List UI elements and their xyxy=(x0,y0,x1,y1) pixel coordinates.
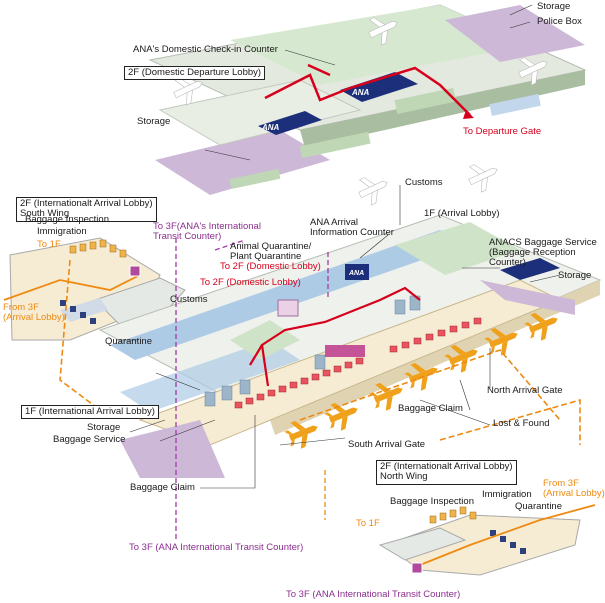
to-3f-bottom-left-label: To 3F (ANA International Transit Counter… xyxy=(129,542,304,553)
ana-logo-checkin-2: ANA xyxy=(261,123,280,132)
baggage-claim-mid-label: Baggage Claim xyxy=(398,403,463,414)
floor-domestic-departure: 2F (Domestic Departure Lobby) xyxy=(124,66,266,81)
departure-lobby-floor xyxy=(148,4,587,195)
transit-route-purple xyxy=(175,238,329,540)
animal-quarantine-label: Animal Quarantine/ Plant Quarantine xyxy=(230,241,312,262)
ana-checkin-counter: ANA ANA xyxy=(258,72,418,135)
south-wing-elevator-icon xyxy=(129,265,141,277)
north-quarantine-label: Quarantine xyxy=(515,501,563,512)
baggage-service-label: Baggage Service xyxy=(53,434,126,445)
arrival-route-orange xyxy=(59,259,581,445)
south-arrival-gate-label: South Arrival Gate xyxy=(348,439,426,450)
floor-intl-arrival-north: 2F (Internationalt Arrival Lobby) North … xyxy=(376,460,517,485)
departure-route xyxy=(264,63,471,116)
north-wing-route xyxy=(419,504,596,566)
north-baggage-inspection-label: Baggage Inspection xyxy=(390,496,474,507)
floor-intl-arrival-1f: 1F (International Arrival Lobby) xyxy=(21,405,159,420)
customs-top-label: Customs xyxy=(405,177,443,188)
south-baggage-inspection-label: Baggage Inspection xyxy=(25,214,109,225)
ana-checkin-label: ANA's Domestic Check-in Counter xyxy=(133,44,278,55)
baggage-claim-belts xyxy=(234,317,482,409)
south-quarantine-label: Quarantine xyxy=(105,336,153,347)
police-box-label: Police Box xyxy=(537,16,582,27)
storage-left-label: Storage xyxy=(137,116,171,127)
ana-logo-checkin: ANA xyxy=(351,88,370,97)
north-to-1f-label: To 1F xyxy=(356,518,380,529)
north-immigration-label: Immigration xyxy=(482,489,532,500)
ana-arrival-counter xyxy=(345,264,369,280)
anacs-baggage-label: ANACS Baggage Service (Baggage Reception… xyxy=(489,237,597,268)
north-wing-desks xyxy=(429,506,477,524)
south-wing-route xyxy=(3,274,141,301)
south-wing-desks xyxy=(69,239,127,258)
customs-desks xyxy=(204,295,421,407)
south-wing-gates xyxy=(60,300,96,324)
first-floor-arrival-label: 1F (Arrival Lobby) xyxy=(424,208,500,219)
south-to-1f-label: To 1F xyxy=(37,239,61,250)
north-wing-floor xyxy=(378,514,581,576)
north-from-3f-label: From 3F (Arrival Lobby) xyxy=(543,478,605,499)
to-2f-domestic-1-label: To 2F (Domestic Lobby) xyxy=(220,261,321,272)
south-immigration-label: Immigration xyxy=(37,226,87,237)
animal-quarantine-counter xyxy=(325,345,365,357)
north-wing-gates xyxy=(490,530,526,554)
to-2f-domestic-2-label: To 2F (Domestic Lobby) xyxy=(200,277,301,288)
leader-lines xyxy=(116,4,561,489)
south-from-3f-label: From 3F (Arrival Lobby) xyxy=(3,302,65,323)
storage-top-label: Storage xyxy=(537,1,571,12)
floor-intl-arrival-south: 2F (Internationalt Arrival Lobby) South … xyxy=(16,197,157,222)
storage-1f-label: Storage xyxy=(87,422,121,433)
to-3f-transit-label: To 3F(ANA's International Transit Counte… xyxy=(153,221,261,242)
customs-mid-label: Customs xyxy=(170,294,208,305)
baggage-claim-bottom-label: Baggage Claim xyxy=(130,482,195,493)
customs-booth xyxy=(277,299,299,317)
arrival-route-red xyxy=(249,286,421,387)
lost-found-label: Lost & Found xyxy=(493,418,550,429)
north-arrival-gate-label: North Arrival Gate xyxy=(487,385,563,396)
storage-right-label: Storage xyxy=(558,270,592,281)
to-3f-bottom-right-label: To 3F (ANA International Transit Counter… xyxy=(286,589,461,600)
to-departure-gate-label: To Departure Gate xyxy=(463,126,542,137)
departure-arrow-icon xyxy=(463,110,474,119)
ana-arrival-info-label: ANA Arrival Information Counter xyxy=(310,217,394,238)
ana-logo-arrival: ANA xyxy=(348,270,364,277)
north-wing-elevator-icon xyxy=(411,562,423,574)
